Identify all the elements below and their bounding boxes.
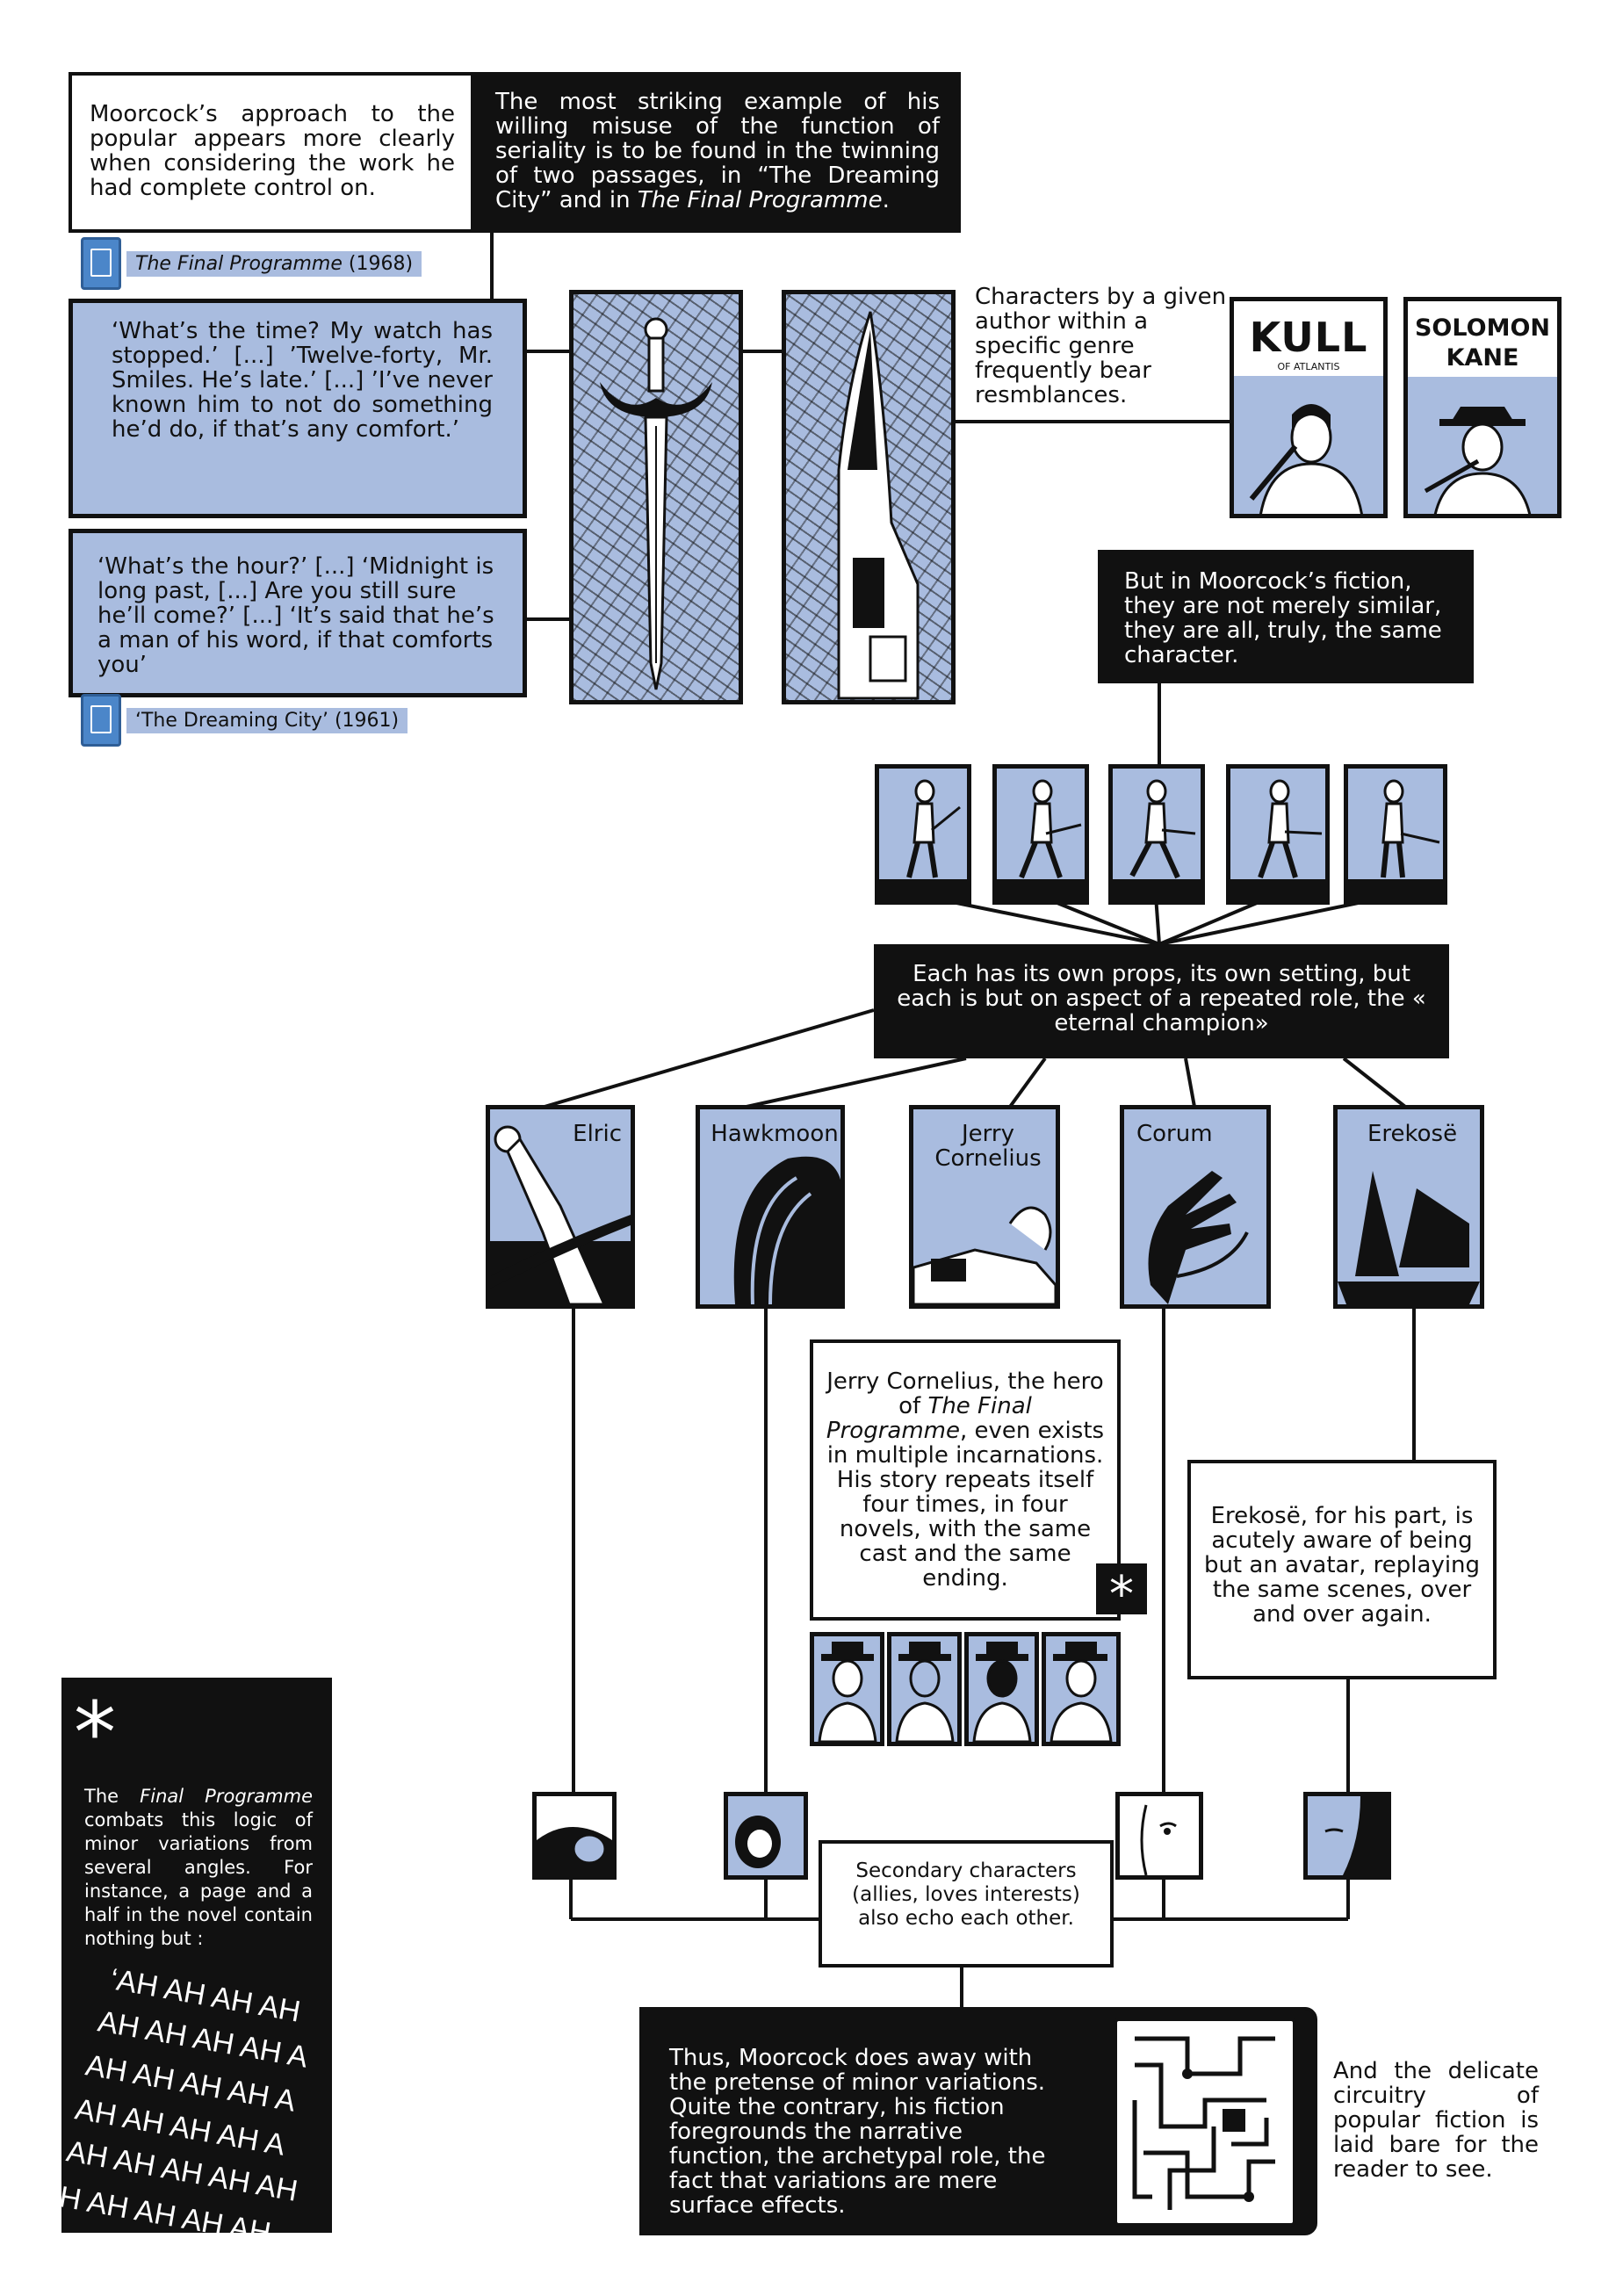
cover-solomon-kane-title: SOLOMON KANE bbox=[1414, 314, 1550, 372]
intro-right-text-2: . bbox=[882, 187, 890, 213]
walking-figure-panel bbox=[992, 764, 1089, 905]
hat-face-icon bbox=[891, 1636, 957, 1742]
secondary-thumb-erekose bbox=[1303, 1792, 1391, 1880]
jerry-note-box: Jerry Cornelius, the hero of The Final P… bbox=[810, 1339, 1121, 1621]
sidebar-text-2: combats this logic of minor variations f… bbox=[84, 1809, 313, 1949]
armored-hand-icon bbox=[1148, 1171, 1249, 1304]
walking-figure-panel bbox=[1226, 764, 1330, 905]
conclusion-text: Thus, Moorcock does away with the preten… bbox=[669, 2045, 1046, 2219]
erekose-note-box: Erekosë, for his part, is acutely aware … bbox=[1187, 1460, 1497, 1679]
sidebar-title: Final Programme bbox=[140, 1786, 313, 1807]
intro-left-text: Moorcock’s approach to the popular appea… bbox=[90, 101, 455, 201]
secondary-thumb-elric bbox=[532, 1792, 617, 1880]
champion-panel-corum: Corum bbox=[1120, 1105, 1271, 1309]
champion-panel-elric: Elric bbox=[486, 1105, 635, 1309]
helmet-icon bbox=[733, 1156, 840, 1304]
hat-face-icon bbox=[1046, 1636, 1116, 1742]
ship-icon bbox=[1338, 1171, 1480, 1304]
quote-dreaming-city: ‘What’s the hour?’ [...] ‘Midnight is lo… bbox=[69, 529, 527, 697]
incarnation-portrait bbox=[810, 1632, 884, 1746]
sword-icon bbox=[600, 317, 712, 690]
cover-kull: KULL OF ATLANTIS bbox=[1230, 297, 1388, 518]
circuitry-note-text: And the delicate circuitry of popular fi… bbox=[1333, 2058, 1539, 2183]
sword-panel bbox=[569, 290, 743, 704]
champion-name: Elric bbox=[573, 1121, 622, 1147]
asterisk-marker: * bbox=[1096, 1563, 1147, 1623]
book-tag-label: ‘The Dreaming City’ (1961) bbox=[126, 707, 408, 733]
book-icon bbox=[81, 694, 121, 747]
book-tag-final-programme: The Final Programme (1968) bbox=[81, 237, 422, 290]
walking-figure-icon bbox=[1348, 779, 1443, 900]
champion-name: Hawkmoon bbox=[711, 1121, 839, 1147]
champion-panel-erekose: Erekosë bbox=[1333, 1105, 1484, 1309]
ah-block: ‘AH AH AH AH AH AH AH AH A AH AH AH AH A… bbox=[61, 1962, 332, 2233]
sidebar-footnote: * The Final Programme combats this logic… bbox=[61, 1678, 332, 2233]
erekose-note-text: Erekosë, for his part, is acutely aware … bbox=[1203, 1503, 1481, 1628]
quote-final-programme: ‘What’s the time? My watch has stopped.’… bbox=[69, 299, 527, 518]
champion-name: Erekosë bbox=[1367, 1121, 1458, 1147]
walking-figure-panel bbox=[1344, 764, 1447, 905]
characters-note: Characters by a given author within a sp… bbox=[975, 285, 1230, 408]
secondary-face-icon bbox=[537, 1796, 612, 1875]
incarnation-portrait bbox=[1042, 1632, 1121, 1746]
book-title: The Final Programme bbox=[135, 252, 343, 275]
jerry-note-text-1: Jerry Cornelius, the hero of bbox=[826, 1368, 1104, 1419]
same-character-text: But in Moorcock’s fiction, they are not … bbox=[1124, 568, 1442, 668]
cover-kull-title: KULL bbox=[1249, 314, 1368, 361]
sword-hilt-icon bbox=[490, 1125, 631, 1304]
book-icon bbox=[81, 237, 121, 290]
spaceship-icon bbox=[837, 311, 920, 700]
walking-figure-panel bbox=[1108, 764, 1205, 905]
book-year: (1968) bbox=[342, 252, 414, 275]
jerry-note-title: The Final Programme bbox=[826, 1393, 1032, 1444]
hat-warrior-portrait-icon bbox=[1408, 377, 1557, 514]
champion-panel-hawkmoon: Hawkmoon bbox=[696, 1105, 845, 1309]
cover-kull-subtitle: OF ATLANTIS bbox=[1277, 361, 1340, 372]
spaceship-panel bbox=[782, 290, 956, 704]
warrior-portrait-icon bbox=[1234, 376, 1383, 514]
champion-panel-jerry-cornelius: Jerry Cornelius bbox=[909, 1105, 1060, 1309]
hat-face-icon bbox=[814, 1636, 880, 1742]
cover-solomon-kane: SOLOMON KANE bbox=[1403, 297, 1562, 518]
incarnation-portrait bbox=[887, 1632, 962, 1746]
secondary-face-icon bbox=[1120, 1796, 1199, 1875]
incarnation-portrait bbox=[964, 1632, 1039, 1746]
book-tag-label: The Final Programme (1968) bbox=[126, 250, 422, 277]
quote-final-programme-text: ‘What’s the time? My watch has stopped.’… bbox=[112, 318, 493, 443]
intro-left-box: Moorcock’s approach to the popular appea… bbox=[69, 72, 474, 233]
eternal-champion-text: Each has its own props, its own setting,… bbox=[897, 961, 1426, 1036]
book-tag-dreaming-city: ‘The Dreaming City’ (1961) bbox=[81, 694, 408, 747]
walking-figure-icon bbox=[997, 779, 1085, 900]
eternal-champion-box: Each has its own props, its own setting,… bbox=[874, 944, 1449, 1058]
secondary-note-text: Secondary characters (allies, loves inte… bbox=[852, 1859, 1080, 1930]
circuitry-note: And the delicate circuitry of popular fi… bbox=[1333, 2059, 1539, 2182]
sidebar-text: The Final Programme combats this logic o… bbox=[61, 1773, 332, 1951]
champion-name: Jerry Cornelius bbox=[934, 1121, 1042, 1172]
walking-figure-icon bbox=[879, 779, 967, 900]
jerry-note-text-2: , even exists in multiple incarnations. … bbox=[826, 1418, 1105, 1592]
walking-figure-panel bbox=[875, 764, 971, 905]
sidebar-asterisk: * bbox=[74, 1684, 116, 1782]
intro-right-title: The Final Programme bbox=[637, 187, 883, 213]
champion-name: Corum bbox=[1136, 1121, 1213, 1147]
hat-face-icon bbox=[969, 1636, 1035, 1742]
engine-icon bbox=[913, 1206, 1056, 1304]
characters-note-text: Characters by a given author within a sp… bbox=[975, 284, 1227, 408]
secondary-note-box: Secondary characters (allies, loves inte… bbox=[819, 1840, 1114, 1967]
walking-figure-icon bbox=[1113, 779, 1201, 900]
sidebar-text-1: The bbox=[84, 1786, 141, 1807]
secondary-thumb-hawkmoon bbox=[724, 1792, 808, 1880]
secondary-face-icon bbox=[1308, 1796, 1387, 1875]
secondary-thumb-corum bbox=[1115, 1792, 1203, 1880]
intro-right-text-1: The most striking example of his willing… bbox=[495, 89, 940, 213]
intro-right-box: The most striking example of his willing… bbox=[471, 72, 961, 233]
walking-figure-icon bbox=[1230, 779, 1325, 900]
same-character-box: But in Moorcock’s fiction, they are not … bbox=[1098, 550, 1474, 683]
circuit-board-icon bbox=[1114, 2018, 1296, 2227]
secondary-face-icon bbox=[728, 1796, 804, 1875]
conclusion-box: Thus, Moorcock does away with the preten… bbox=[639, 2007, 1317, 2235]
quote-dreaming-city-text: ‘What’s the hour?’ [...] ‘Midnight is lo… bbox=[97, 553, 494, 678]
